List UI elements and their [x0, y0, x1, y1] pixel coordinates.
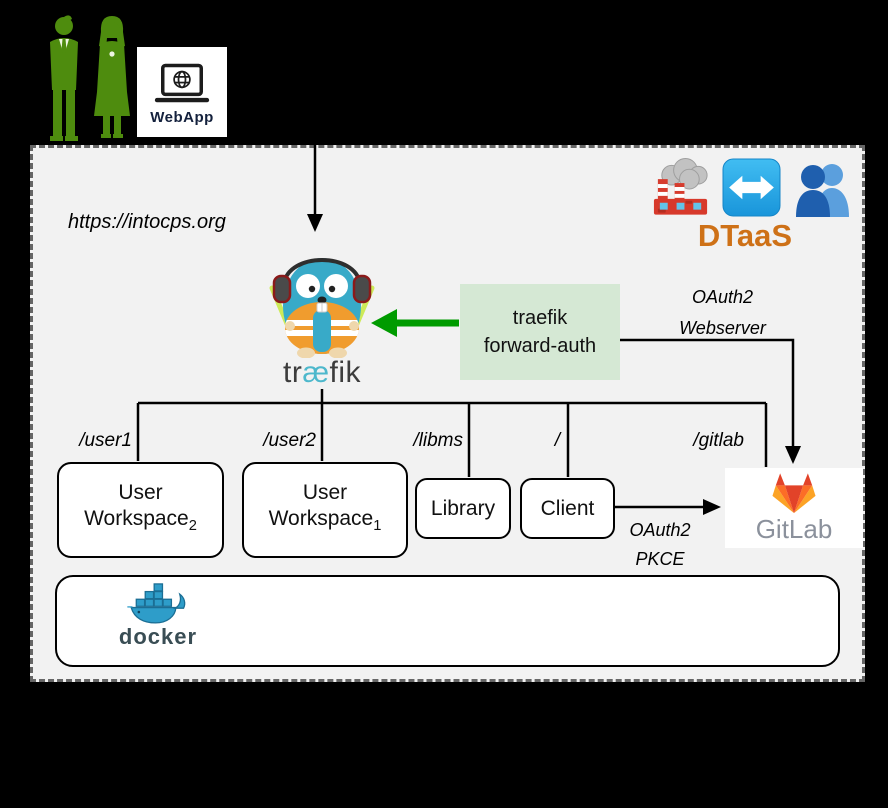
webapp-card: WebApp — [137, 47, 227, 137]
oauth2-pkce-line2: PKCE — [635, 549, 685, 569]
docker-logo: docker — [108, 582, 208, 650]
workspace2-line1: User — [118, 481, 163, 505]
docker-whale-icon — [127, 583, 186, 624]
workspace1-sub: 1 — [373, 518, 382, 535]
library-node: Library — [415, 478, 511, 539]
route-label-libms: /libms — [413, 430, 463, 451]
client-label: Client — [540, 496, 595, 520]
route-label-user1: /user1 — [79, 430, 132, 451]
workspace2-sub: 2 — [188, 518, 197, 535]
user-workspace-2-node: User Workspace2 — [57, 462, 224, 558]
user-workspace-1-node: User Workspace1 — [242, 462, 408, 558]
oauth2-pkce-line1: OAuth2 — [629, 520, 691, 540]
forward-auth-line1: traefik — [512, 307, 568, 329]
traefik-forward-auth-node: traefik forward-auth — [460, 284, 620, 380]
workspace1-base: Workspace — [268, 507, 374, 531]
oauth2-webserver-line1: OAuth2 — [691, 287, 754, 307]
traefik-wordmark-post: fik — [329, 356, 361, 389]
traefik-gopher-icon — [269, 258, 375, 358]
gitlab-label: GitLab — [755, 514, 833, 544]
gitlab-node: GitLab — [725, 468, 863, 548]
oauth2-webserver-line2: Webserver — [679, 318, 766, 338]
docker-host-node — [55, 575, 840, 667]
route-label-gitlab: /gitlab — [693, 430, 744, 451]
left-right-arrow-icon — [722, 158, 781, 217]
webapp-label: WebApp — [150, 108, 214, 126]
dtaas-label: DTaaS — [697, 218, 793, 253]
library-label: Library — [430, 496, 496, 520]
users-busts-icon — [796, 164, 849, 217]
traefik-wordmark: træfik — [262, 356, 382, 390]
route-label-root: / — [554, 430, 560, 451]
traefik-wordmark-ae: æ — [302, 356, 330, 389]
oauth2-pkce-annotation: OAuth2 PKCE — [610, 516, 710, 574]
client-node: Client — [520, 478, 615, 539]
laptop-globe-icon — [154, 63, 210, 102]
docker-label: docker — [118, 624, 198, 649]
workspace1-line1: User — [302, 481, 348, 505]
oauth2-webserver-annotation: OAuth2 Webserver — [650, 282, 795, 344]
route-label-user2: /user2 — [263, 430, 316, 451]
traefik-wordmark-pre: tr — [282, 356, 303, 389]
factory-icon — [653, 157, 708, 215]
forward-auth-line2: forward-auth — [483, 335, 597, 357]
users-silhouettes-icon — [50, 15, 130, 141]
url-label: https://intocps.org — [68, 211, 226, 233]
gitlab-tanuki-icon — [772, 473, 816, 514]
workspace2-base: Workspace — [84, 507, 189, 531]
